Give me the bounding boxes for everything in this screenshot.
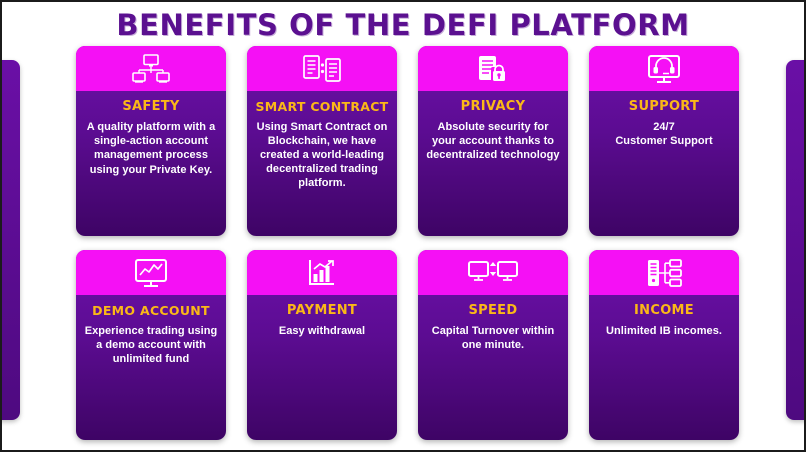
card-body-demo-account: DEMO ACCOUNT Experience trading using a … (76, 295, 226, 440)
card-body-income: INCOME Unlimited IB incomes. (589, 295, 739, 440)
benefits-grid: SAFETY A quality platform with a single-… (76, 46, 740, 440)
server-network-icon (648, 258, 682, 287)
card-title: INCOME (634, 303, 694, 318)
benefit-card-smart-contract[interactable]: SMART CONTRACT Using Smart Contract on B… (247, 46, 397, 236)
card-description: A quality platform with a single-action … (86, 121, 216, 176)
card-title: PAYMENT (286, 303, 358, 318)
card-header-safety (76, 46, 226, 91)
card-header-payment (247, 250, 397, 295)
card-header-speed (418, 250, 568, 295)
card-description: Unlimited IB incomes. (606, 325, 722, 338)
card-header-income (589, 250, 739, 295)
two-monitors-transfer-icon (468, 260, 518, 281)
card-description: 24/7 Customer Support (615, 121, 713, 148)
benefit-card-payment[interactable]: PAYMENT Easy withdrawal (247, 250, 397, 440)
card-title: DEMO ACCOUNT (92, 303, 210, 318)
card-title: PRIVACY (460, 99, 526, 114)
decorative-edge-card-right (786, 60, 804, 420)
card-body-support: SUPPORT 24/7 Customer Support (589, 91, 739, 236)
card-description: Easy withdrawal (278, 325, 366, 338)
card-header-smart-contract (247, 46, 397, 91)
card-body-smart-contract: SMART CONTRACT Using Smart Contract on B… (247, 91, 397, 236)
card-header-support (589, 46, 739, 91)
card-title: SMART CONTRACT (255, 99, 389, 114)
page-title: BENEFITS OF THE DEFI PLATFORM (116, 8, 690, 42)
bar-chart-growth-icon (309, 259, 334, 285)
card-description: Absolute security for your account thank… (426, 121, 560, 162)
benefit-card-speed[interactable]: SPEED Capital Turnover within one minute… (418, 250, 568, 440)
card-body-privacy: PRIVACY Absolute security for your accou… (418, 91, 568, 236)
card-title: SAFETY (122, 99, 180, 114)
benefit-card-safety[interactable]: SAFETY A quality platform with a single-… (76, 46, 226, 236)
card-header-privacy (418, 46, 568, 91)
benefit-card-demo-account[interactable]: DEMO ACCOUNT Experience trading using a … (76, 250, 226, 440)
benefit-card-privacy[interactable]: PRIVACY Absolute security for your accou… (418, 46, 568, 236)
card-description: Using Smart Contract on Blockchain, we h… (256, 120, 388, 190)
card-body-speed: SPEED Capital Turnover within one minute… (418, 295, 568, 440)
card-title: SPEED (468, 303, 518, 318)
network-computers-icon (132, 53, 170, 83)
card-body-safety: SAFETY A quality platform with a single-… (76, 91, 226, 236)
card-description: Capital Turnover within one minute. (431, 325, 555, 352)
card-description: Experience trading using a demo account … (84, 324, 218, 365)
benefit-card-support[interactable]: SUPPORT 24/7 Customer Support (589, 46, 739, 236)
card-title: SUPPORT (628, 99, 700, 114)
decorative-edge-card-left (2, 60, 20, 420)
contract-documents-icon (303, 54, 341, 82)
monitor-chart-icon (135, 258, 167, 287)
benefit-card-income[interactable]: INCOME Unlimited IB incomes. (589, 250, 739, 440)
database-lock-icon (479, 55, 507, 82)
card-header-demo-account (76, 250, 226, 295)
card-body-payment: PAYMENT Easy withdrawal (247, 295, 397, 440)
monitor-headset-icon (648, 54, 680, 83)
